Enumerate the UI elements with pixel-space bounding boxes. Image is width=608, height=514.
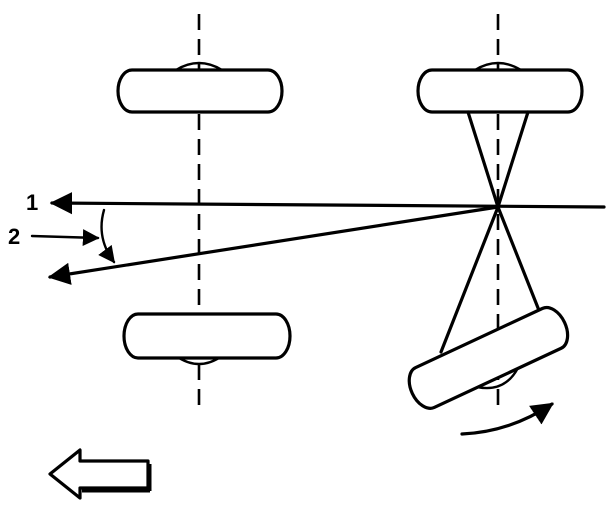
right-bottom-steered-wheel — [407, 305, 570, 410]
reference-line-1 — [49, 191, 606, 215]
label-line-1: 1 — [26, 190, 38, 215]
curved-arrow-icon — [460, 402, 554, 436]
left-top-wheel — [116, 61, 284, 114]
label-line-2: 2 — [8, 224, 20, 249]
steering-cone-lines — [439, 110, 544, 354]
angle-arc — [98, 208, 116, 264]
left-arrow-outline-icon — [48, 448, 152, 500]
deflected-line-2 — [47, 205, 500, 285]
right-top-wheel — [416, 61, 584, 114]
left-bottom-wheel — [122, 312, 292, 366]
label-2-pointer — [30, 229, 100, 246]
